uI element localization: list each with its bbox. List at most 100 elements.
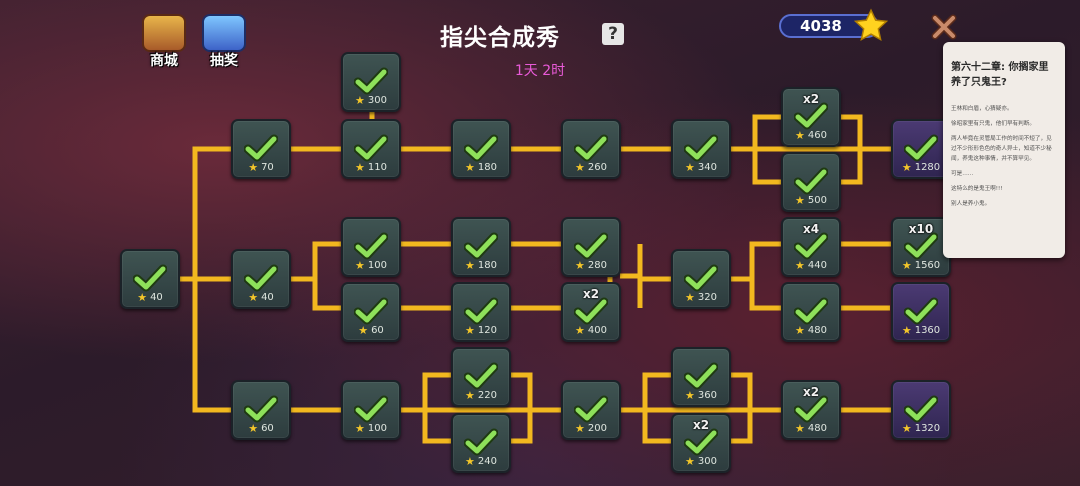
merge-node-r2c2a[interactable]: ★100	[341, 217, 401, 277]
merge-node-r2c4a[interactable]: ★280	[561, 217, 621, 277]
star-icon: ★	[137, 291, 148, 304]
story-panel[interactable]: 第六十二章: 你搁家里养了只鬼王? 王林和白眉，心猜疑亦。 徐昭家里有只鬼，他们…	[943, 42, 1065, 258]
merge-node-r3c3a[interactable]: ★220	[451, 347, 511, 407]
story-paragraph: 徐昭家里有只鬼，他们早有判断。	[951, 121, 1035, 127]
star-icon: ★	[575, 259, 585, 272]
merge-node-r3c5a[interactable]: ★360	[671, 347, 731, 407]
merge-node-r2c2b[interactable]: ★60	[341, 282, 401, 342]
merge-node-r2c7a[interactable]: x10 ★1560	[891, 217, 951, 277]
help-icon[interactable]: ?	[602, 23, 624, 45]
merge-node-r3c4[interactable]: ★200	[561, 380, 621, 440]
merge-node-r3c3b[interactable]: ★240	[451, 413, 511, 473]
star-icon: ★	[355, 422, 365, 435]
check-icon	[354, 67, 388, 95]
check-icon	[904, 395, 938, 423]
check-icon	[794, 395, 828, 423]
merge-node-r1c2-top[interactable]: ★300	[341, 52, 401, 112]
merge-node-r1c4[interactable]: ★260	[561, 119, 621, 179]
cost-value: 480	[807, 325, 827, 336]
merge-node-r3c6[interactable]: x2★480	[781, 380, 841, 440]
check-icon	[464, 428, 498, 456]
cost-value: 1320	[914, 423, 941, 434]
merge-node-r3c5b[interactable]: x2★300	[671, 413, 731, 473]
check-icon	[684, 362, 718, 390]
check-icon	[354, 297, 388, 325]
check-icon	[684, 134, 718, 162]
star-icon: ★	[685, 389, 695, 402]
merge-node-r1c3[interactable]: ★180	[451, 119, 511, 179]
lottery-button[interactable]: 抽奖	[196, 12, 252, 70]
node-cost: ★180	[453, 160, 509, 175]
merge-node-r3c7[interactable]: ★1320	[891, 380, 951, 440]
merge-node-r2c4b[interactable]: x2★400	[561, 282, 621, 342]
multiplier-label: x4	[802, 222, 820, 236]
merge-node-r1c5[interactable]: ★340	[671, 119, 731, 179]
lottery-label: 抽奖	[210, 53, 238, 69]
cost-value: 480	[807, 423, 827, 434]
merge-node-r2c7b[interactable]: ★1360	[891, 282, 951, 342]
cost-value: 120	[477, 325, 497, 336]
merge-node-r2c1[interactable]: ★40	[231, 249, 291, 309]
connector	[730, 114, 890, 185]
merge-node-root[interactable]: ★40	[120, 249, 180, 309]
merge-node-r2c6a[interactable]: x4 ★440	[781, 217, 841, 277]
node-cost: ★1360	[893, 323, 949, 338]
node-cost: ★1280	[893, 160, 949, 175]
merge-node-r2c3a[interactable]: ★180	[451, 217, 511, 277]
merge-node-r3c1[interactable]: ★60	[231, 380, 291, 440]
cost-value: 300	[697, 456, 717, 467]
star-icon: ★	[575, 422, 585, 435]
star-icon: ★	[795, 194, 805, 207]
check-icon	[464, 134, 498, 162]
merge-node-r2c5[interactable]: ★320	[671, 249, 731, 309]
cost-value: 100	[367, 423, 387, 434]
star-icon: ★	[248, 161, 259, 174]
check-icon	[794, 297, 828, 325]
merge-node-r1c6b[interactable]: ★500	[781, 152, 841, 212]
merge-node-r1c7[interactable]: ★1280	[891, 119, 951, 179]
star-icon	[853, 8, 889, 41]
cost-value: 400	[587, 325, 607, 336]
cost-value: 40	[150, 292, 163, 303]
merge-node-r3c2[interactable]: ★100	[341, 380, 401, 440]
cost-value: 320	[697, 292, 717, 303]
check-icon	[354, 232, 388, 260]
close-button[interactable]	[930, 14, 958, 40]
check-icon	[354, 395, 388, 423]
node-cost: ★440	[783, 258, 839, 273]
node-cost: ★100	[343, 258, 399, 273]
check-icon	[464, 232, 498, 260]
star-icon: ★	[685, 291, 695, 304]
merge-node-r1c6a[interactable]: x2★460	[781, 87, 841, 147]
cost-value: 340	[697, 162, 717, 173]
check-icon	[574, 134, 608, 162]
merge-node-r2c6b[interactable]: ★480	[781, 282, 841, 342]
check-icon	[574, 297, 608, 325]
multiplier-label: x10	[908, 222, 934, 236]
node-cost: ★400	[563, 323, 619, 338]
star-icon: ★	[795, 129, 805, 142]
star-icon: ★	[465, 324, 475, 337]
node-cost: ★1560	[893, 258, 949, 273]
store-label: 商城	[150, 53, 178, 69]
check-icon	[684, 428, 718, 456]
story-paragraph: 两人毕竟在灵管局工作的时间不短了，见过不少形形色色的奇人异士，知道不少秘闻，养鬼…	[951, 136, 1052, 162]
cost-value: 1560	[914, 260, 941, 271]
star-icon: ★	[465, 455, 475, 468]
node-cost: ★1320	[893, 421, 949, 436]
cost-value: 220	[477, 390, 497, 401]
currency-value: 4038	[800, 17, 842, 35]
cost-value: 60	[261, 423, 274, 434]
merge-node-r1c1[interactable]: ★70	[231, 119, 291, 179]
check-icon	[794, 232, 828, 260]
store-button[interactable]: 商城	[136, 12, 192, 70]
check-icon	[794, 102, 828, 130]
cost-value: 1360	[914, 325, 941, 336]
check-icon	[904, 297, 938, 325]
merge-node-r1c2[interactable]: ★110	[341, 119, 401, 179]
store-icon	[142, 14, 186, 52]
merge-node-r2c3b[interactable]: ★120	[451, 282, 511, 342]
check-icon	[574, 395, 608, 423]
story-paragraph: 王林和白眉，心猜疑亦。	[951, 106, 1013, 112]
star-icon: ★	[355, 161, 365, 174]
